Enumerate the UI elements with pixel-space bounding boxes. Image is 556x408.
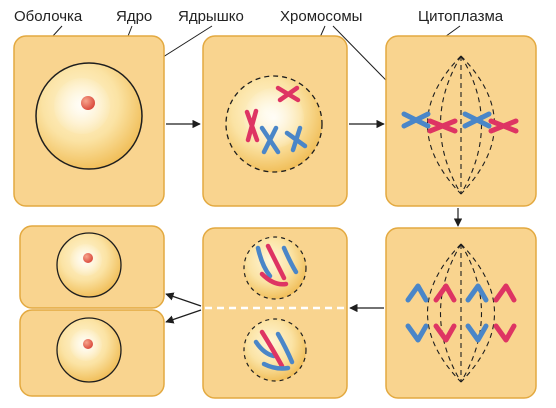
chromosome xyxy=(405,283,429,303)
label-membrane: Оболочка xyxy=(14,8,83,25)
chromosome xyxy=(259,125,281,155)
cell-membrane xyxy=(385,227,537,399)
spindle xyxy=(426,243,496,383)
label-chromosomes: Хромосомы xyxy=(280,8,362,25)
chromosome xyxy=(284,125,308,153)
cell-interphase xyxy=(13,35,165,207)
nucleolus xyxy=(83,253,93,263)
chromosome xyxy=(465,283,489,303)
nucleolus xyxy=(83,339,93,349)
chromosome xyxy=(433,283,457,303)
chromosome xyxy=(427,118,458,134)
label-nucleus: Ядро xyxy=(116,8,152,25)
chromosome xyxy=(462,111,492,129)
cell-metaphase xyxy=(385,35,537,207)
chromosome xyxy=(401,111,431,129)
cell-anaphase xyxy=(385,227,537,399)
chromosome xyxy=(275,85,301,103)
label-cytoplasm: Цитоплазма xyxy=(418,8,504,25)
chromosome xyxy=(493,323,517,343)
chromosomes xyxy=(253,329,295,371)
chromosome xyxy=(465,323,489,343)
cell-membrane xyxy=(202,227,348,399)
cell-telophase xyxy=(202,227,348,399)
chromosome xyxy=(493,283,517,303)
chromosome xyxy=(405,323,429,343)
daughter-cell-bottom xyxy=(19,309,165,397)
arrow-left-up xyxy=(165,292,202,307)
forming-nucleus xyxy=(243,236,307,300)
chromosome xyxy=(433,323,457,343)
chromosome xyxy=(488,118,519,134)
chromosomes xyxy=(405,283,517,343)
arrow-left-down xyxy=(165,309,202,324)
chromosomes xyxy=(244,85,308,155)
label-nucleolus: Ядрышко xyxy=(178,8,244,25)
nucleolus xyxy=(81,96,95,110)
daughter-cell-top xyxy=(19,225,165,309)
chromosome xyxy=(244,108,260,143)
chromosomes xyxy=(401,111,519,134)
cell-prophase xyxy=(202,35,348,207)
chromosomes xyxy=(255,243,299,287)
